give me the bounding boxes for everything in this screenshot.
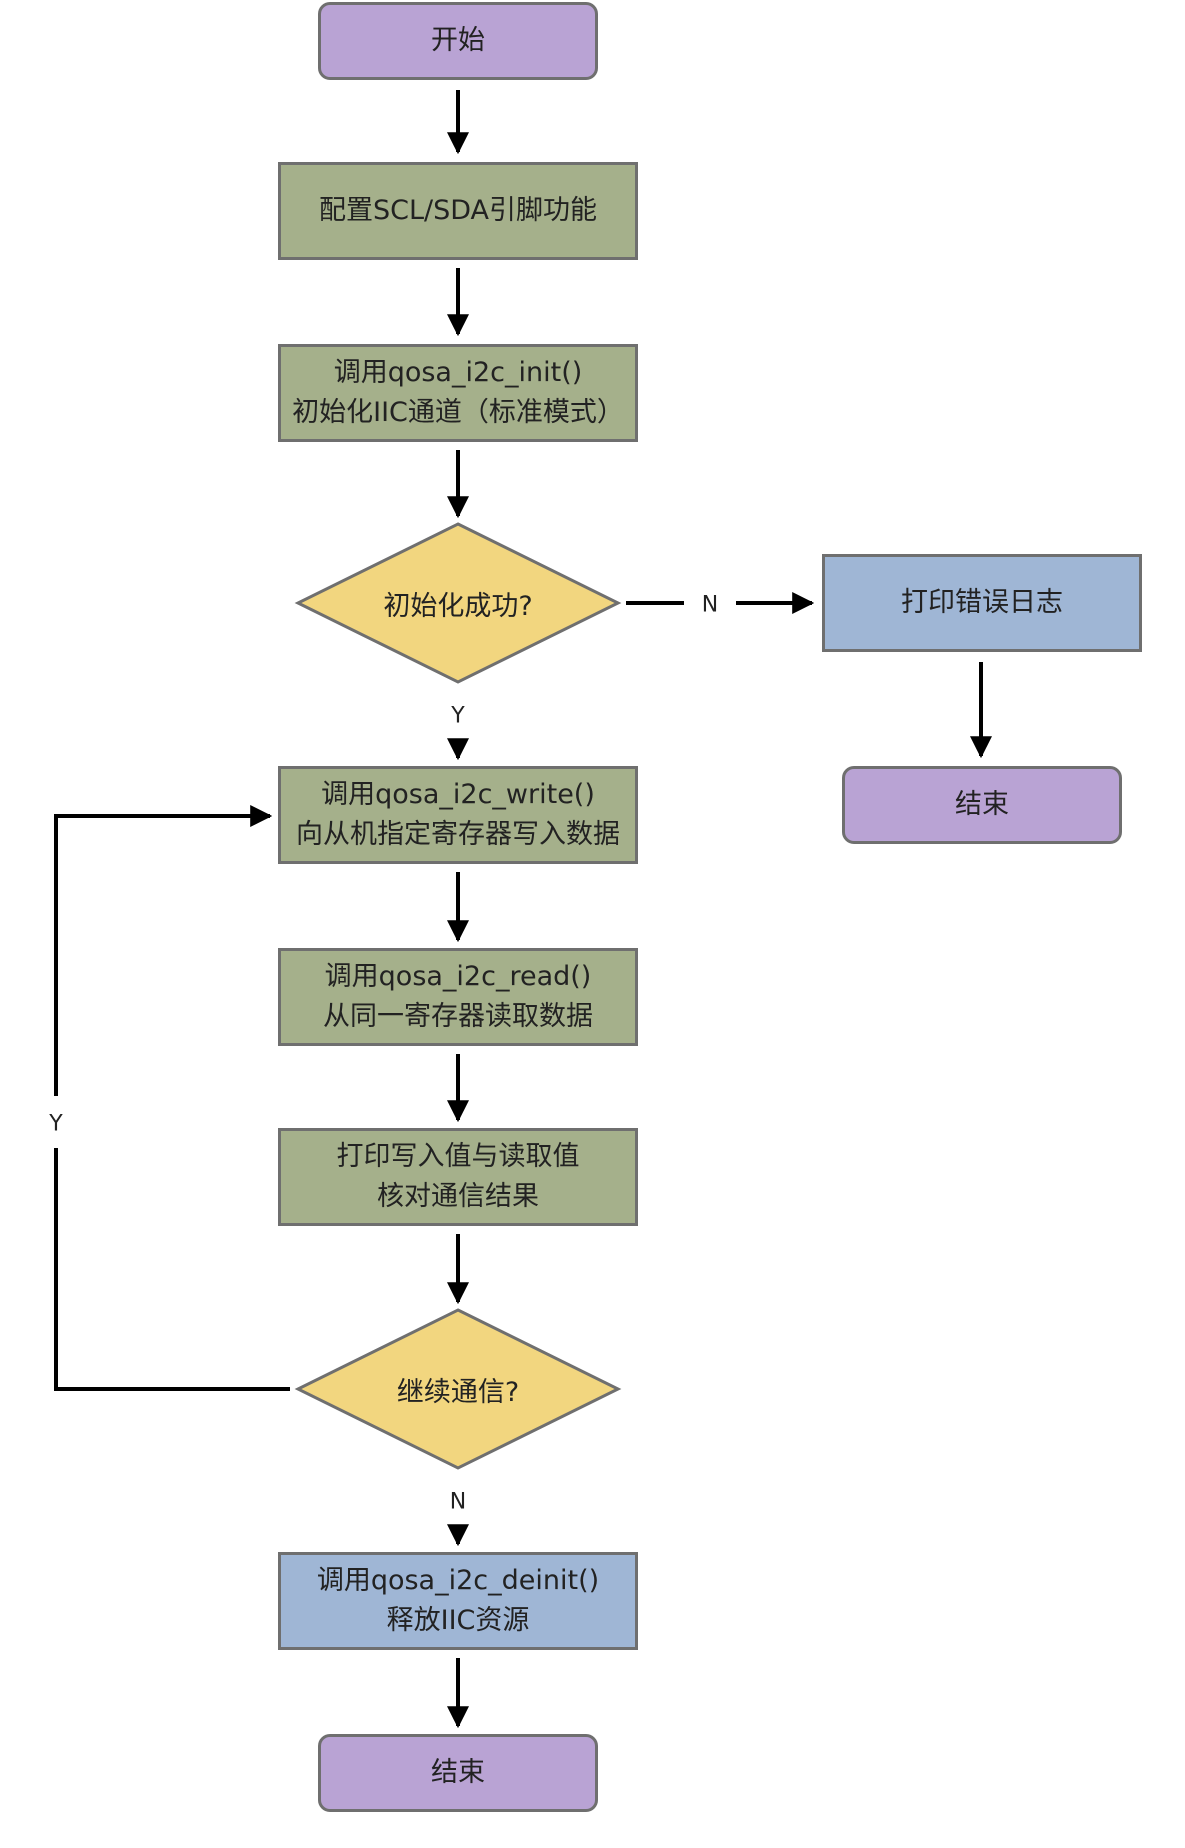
end-error-label: 结束 <box>955 788 1009 820</box>
i2c-init-line2: 初始化IIC通道（标准模式） <box>292 397 624 428</box>
end-error-node: 结束 <box>842 766 1122 844</box>
start-label: 开始 <box>431 24 485 56</box>
i2c-init-node: 调用qosa_i2c_init() 初始化IIC通道（标准模式） <box>278 344 638 442</box>
config-pins-label: 配置SCL/SDA引脚功能 <box>318 194 598 226</box>
i2c-write-node: 调用qosa_i2c_write() 向从机指定寄存器写入数据 <box>278 766 638 864</box>
i2c-read-node: 调用qosa_i2c_read() 从同一寄存器读取数据 <box>278 948 638 1046</box>
print-compare-node: 打印写入值与读取值 核对通信结果 <box>278 1128 638 1226</box>
i2c-write-line1: 调用qosa_i2c_write() <box>321 778 595 810</box>
decision-init-shape <box>294 522 622 684</box>
i2c-deinit-node: 调用qosa_i2c_deinit() 释放IIC资源 <box>278 1552 638 1650</box>
decision-init-label: 初始化成功? <box>383 590 533 622</box>
decision-continue-shape <box>294 1308 622 1470</box>
log-error-node: 打印错误日志 <box>822 554 1142 652</box>
i2c-init-line1: 调用qosa_i2c_init() <box>333 356 583 388</box>
i2c-read-line1: 调用qosa_i2c_read() <box>324 960 592 992</box>
edge-label-init-no: N <box>701 592 719 618</box>
i2c-write-line2: 向从机指定寄存器写入数据 <box>296 819 620 850</box>
edge-label-continue-no: N <box>449 1489 467 1515</box>
i2c-deinit-line1: 调用qosa_i2c_deinit() <box>316 1564 600 1596</box>
decision-continue-label: 继续通信? <box>396 1376 520 1408</box>
loop-arrow-upper <box>54 805 273 1096</box>
i2c-read-line2: 从同一寄存器读取数据 <box>323 1001 593 1032</box>
decision-init-label-box: 初始化成功? <box>338 573 578 633</box>
log-error-label: 打印错误日志 <box>901 586 1063 618</box>
edge-label-init-yes: Y <box>451 703 465 729</box>
end-label: 结束 <box>431 1756 485 1788</box>
loop-line-lower <box>54 1148 290 1391</box>
print-compare-line1: 打印写入值与读取值 <box>336 1140 580 1172</box>
end-node: 结束 <box>318 1734 598 1812</box>
decision-continue-label-box: 继续通信? <box>338 1359 578 1419</box>
edge-label-continue-yes: Y <box>49 1111 63 1137</box>
print-compare-line2: 核对通信结果 <box>377 1181 539 1212</box>
config-pins-node: 配置SCL/SDA引脚功能 <box>278 162 638 260</box>
start-node: 开始 <box>318 2 598 80</box>
i2c-deinit-line2: 释放IIC资源 <box>386 1605 530 1636</box>
